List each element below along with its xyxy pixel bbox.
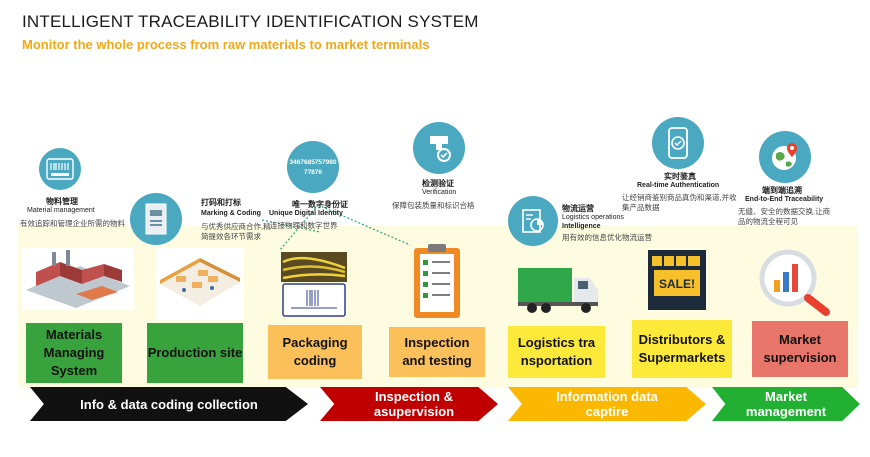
step-2-description: 与优秀供应商合作,精简提效各环节需求 [201, 222, 271, 241]
barcode-scan-icon [39, 148, 81, 190]
inspection-camera-icon [413, 122, 465, 174]
production-line-illustration [156, 248, 244, 320]
step-7-cn-label: 端到端追溯 [762, 186, 802, 195]
step-1-en-label: Material management [27, 207, 95, 214]
step-2-en-label: Marking & Coding [201, 210, 261, 217]
box-production-site: Production site [147, 323, 243, 383]
digital-id-code-line2: 77876 [304, 169, 322, 176]
step-1-cn-label: 物料管理 [46, 197, 78, 206]
factory-illustration [22, 248, 134, 310]
digital-id-icon: 3467685757980 77876 [287, 141, 339, 193]
sale-sign-text: SALE! [659, 277, 695, 291]
step-6-en-label: Real-time Authentication [637, 182, 720, 189]
box-materials-managing-system: Materials Managing System [26, 323, 122, 383]
stage-label-2: Inspection & asupervision [373, 389, 455, 419]
step-7-en-label: End-to-End Traceability [745, 196, 824, 203]
box-distributors-supermarkets: Distributors & Supermarkets [632, 320, 732, 378]
truck-illustration [518, 268, 598, 313]
stage-arrow-inspection-supervision: Inspection & asupervision [320, 387, 498, 421]
step-2-cn-label: 打码和打标 [201, 198, 241, 207]
step-4-en-label: Verification [422, 189, 457, 196]
box-inspection-and-testing: Inspection and testing [389, 327, 485, 377]
stage-arrow-information-capture: Information data captire [508, 387, 706, 421]
cable-packaging-photo [281, 252, 347, 317]
box-packaging-coding: Packaging coding [268, 325, 362, 379]
printer-icon [130, 193, 182, 245]
step-4-description: 保障包装质量和标识合格 [392, 201, 475, 210]
step-5-en-label-2: Intelligence [562, 223, 601, 230]
step-5-cn-label: 物流运营 [562, 204, 594, 213]
document-chart-icon [508, 196, 558, 246]
box-market-supervision: Market supervision [752, 321, 848, 377]
stage-label-3: Information data captire [556, 389, 658, 419]
stage-label-4: Market management [745, 389, 827, 419]
step-4-cn-label: 检测验证 [422, 179, 454, 188]
page-title: INTELLIGENT TRACEABILITY IDENTIFICATION … [22, 12, 479, 31]
digital-id-code-line1: 3467685757980 [290, 159, 337, 166]
step-3-en-label: Unique Digital Identity [269, 210, 343, 217]
step-1-description: 有效追踪和管理企业所需的物料 [20, 219, 125, 228]
checklist-clipboard-illustration [414, 244, 460, 318]
box-logistics-transportation: Logistics transportation [508, 326, 605, 378]
step-5-en-label: Logistics operations [562, 214, 624, 221]
page-subtitle: Monitor the whole process from raw mater… [22, 37, 430, 52]
step-5-description: 用有效的信息优化物流运营 [562, 233, 652, 242]
step-3-description: 连接物理和数字世界 [270, 221, 338, 230]
step-7-description: 无缝、安全的数据交换,让商品的物流全程可见 [738, 207, 831, 226]
globe-location-icon [759, 131, 811, 183]
magnifier-analytics-illustration [759, 249, 830, 316]
stage-label-1: Info & data coding collection [80, 396, 258, 412]
phone-check-icon [652, 117, 704, 169]
step-3-cn-label: 唯一数字身份证 [292, 200, 348, 209]
sale-store-illustration: SALE! [648, 250, 706, 310]
step-6-description: 让经销商鉴别商品真伪和渠道,并收集产品数据 [622, 193, 737, 212]
stage-arrow-market-management: Market management [712, 387, 860, 421]
stage-arrow-info-data-coding: Info & data coding collection [30, 387, 308, 421]
step-6-cn-label: 实时鉴真 [664, 172, 696, 181]
